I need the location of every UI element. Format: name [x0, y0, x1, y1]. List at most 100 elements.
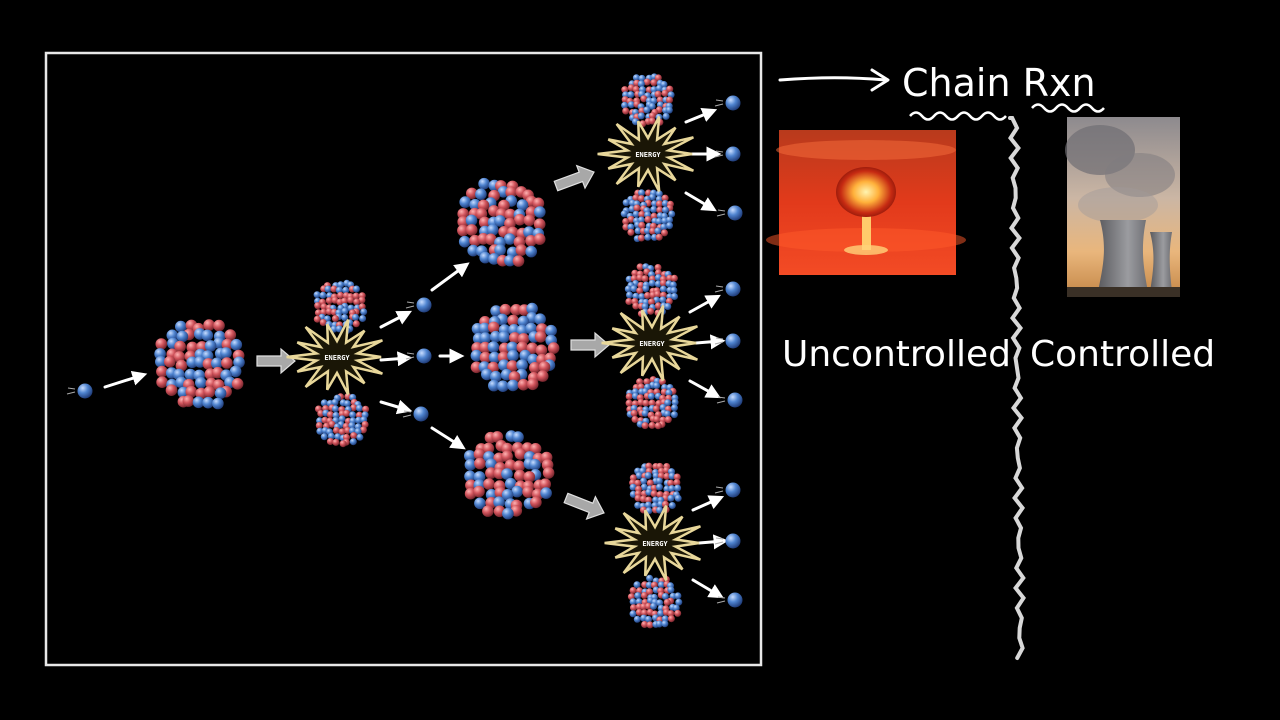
nucleon: [621, 86, 629, 94]
nucleon: [341, 314, 349, 322]
neutron-3-3c: [716, 592, 743, 608]
motion-line: [716, 600, 726, 604]
nucleon: [327, 432, 335, 440]
label-uncontrolled: Uncontrolled: [782, 334, 1011, 375]
nucleon: [493, 496, 505, 509]
nucleon: [654, 90, 662, 98]
nucleon: [627, 101, 635, 109]
nucleon: [655, 190, 663, 198]
nucleon: [539, 478, 551, 491]
nucleon: [668, 210, 676, 218]
nucleon: [645, 581, 653, 589]
nucleon: [490, 370, 502, 383]
nucleon: [633, 204, 641, 212]
nucleon: [501, 468, 513, 480]
nucleon: [656, 491, 664, 499]
arrow: [379, 310, 412, 329]
nucleon: [627, 228, 635, 236]
nucleon: [660, 223, 668, 231]
nucleon: [338, 415, 346, 423]
nucleon: [661, 89, 669, 97]
nucleon: [506, 341, 519, 354]
nucleon: [474, 457, 486, 470]
neutron-1c: [402, 406, 429, 422]
nucleon: [529, 443, 542, 455]
arrow: [430, 426, 466, 450]
nucleon: [192, 396, 205, 409]
nucleon: [529, 362, 541, 374]
nucleon: [348, 422, 356, 429]
nucleon: [622, 218, 630, 225]
nucleon: [661, 194, 669, 202]
nucleon: [540, 487, 552, 499]
energy-label: ENERGY: [635, 151, 661, 159]
nucleon: [645, 496, 652, 504]
nucleon: [648, 117, 656, 125]
nucleon: [634, 592, 642, 600]
nucleon: [184, 368, 197, 381]
nucleon: [155, 338, 168, 350]
nucleon: [632, 302, 640, 310]
nucleon: [532, 197, 545, 210]
nucleon: [632, 194, 640, 202]
nucleon: [504, 477, 517, 490]
nucleon: [652, 405, 660, 413]
nucleon: [627, 223, 635, 231]
nucleon: [332, 411, 340, 419]
nucleon: [356, 433, 364, 441]
nucleon: [483, 478, 495, 490]
nucleon: [175, 359, 188, 372]
nucleon: [488, 253, 500, 265]
nucleon: [633, 615, 641, 623]
nucleon: [343, 400, 351, 408]
title-arrow-head: [870, 68, 890, 92]
nucleon: [526, 378, 539, 391]
nucleon: [343, 409, 351, 417]
nucleon: [482, 505, 494, 517]
nucleon: [673, 473, 681, 481]
nucleon: [525, 245, 537, 258]
nucleon: [648, 298, 655, 306]
nucleon: [644, 472, 652, 479]
process-arrow-1: [256, 347, 296, 375]
nucleon: [507, 379, 519, 392]
nucleon: [314, 302, 322, 310]
nucleon: [621, 101, 629, 109]
nucleon: [652, 496, 660, 504]
nucleon: [354, 428, 362, 435]
nucleon: [538, 361, 551, 373]
neutron-ball: [725, 146, 741, 162]
nucleon: [657, 581, 665, 589]
nucleon: [512, 431, 524, 443]
nucleon: [466, 187, 478, 200]
nucleon: [362, 405, 370, 413]
nucleon: [643, 378, 651, 386]
nucleon: [622, 199, 630, 207]
nucleon: [173, 351, 186, 363]
nucleon: [320, 399, 328, 407]
nucleon: [536, 370, 549, 382]
nucleon: [474, 497, 486, 510]
nucleon: [637, 112, 645, 120]
nucleon: [317, 410, 325, 417]
nucleon: [671, 398, 679, 406]
nucleon: [330, 285, 338, 293]
nucleon: [629, 483, 637, 491]
nucleon: [652, 472, 660, 480]
title-arrow: [778, 76, 888, 82]
nucleon: [175, 320, 187, 333]
arrow: [697, 534, 729, 550]
fragment-3-top-3: [629, 462, 682, 515]
nucleon: [517, 315, 530, 328]
nucleon: [671, 404, 678, 412]
nucleon: [667, 615, 675, 623]
nucleon: [637, 195, 645, 203]
nucleon: [634, 494, 642, 502]
motion-line: [717, 396, 726, 399]
nucleon: [622, 223, 630, 231]
nucleon: [360, 308, 368, 316]
nucleon: [641, 303, 649, 310]
nucleon: [647, 307, 655, 315]
nucleon: [650, 206, 658, 213]
nucleon: [361, 421, 369, 428]
